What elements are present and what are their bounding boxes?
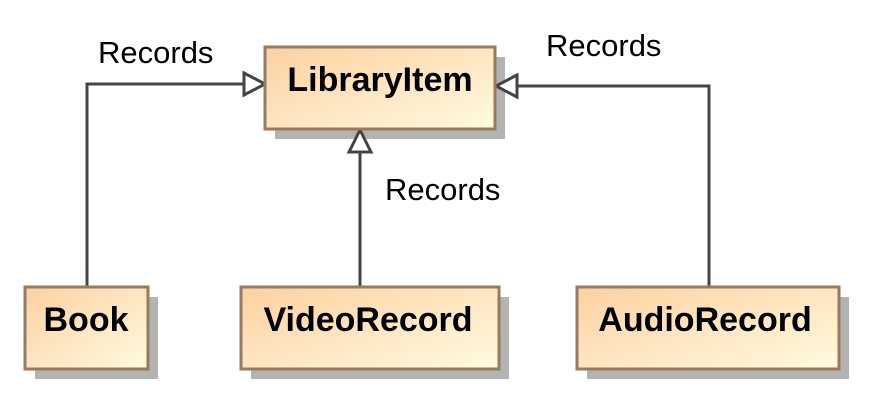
class-name-audiorecord: AudioRecord: [598, 301, 811, 339]
edge-audiorecord-libraryitem[interactable]: [517, 84, 711, 287]
class-name-book: Book: [44, 301, 129, 339]
generalization-arrowhead-icon: [492, 72, 519, 100]
generalization-arrowhead-icon: [242, 70, 269, 98]
class-book[interactable]: Book: [23, 285, 150, 371]
class-libraryitem[interactable]: LibraryItem: [263, 45, 497, 131]
generalization-arrowhead-icon: [346, 126, 374, 154]
edges: [85, 70, 711, 287]
class-name-videorecord: VideoRecord: [263, 301, 472, 339]
edge-label-videorecord: Records: [385, 172, 500, 207]
class-name-libraryitem: LibraryItem: [287, 61, 472, 99]
edge-label-audiorecord: Records: [546, 28, 661, 63]
class-videorecord[interactable]: VideoRecord: [239, 285, 501, 371]
class-audiorecord[interactable]: AudioRecord: [575, 285, 841, 371]
edge-book-libraryitem[interactable]: [85, 82, 244, 287]
edge-label-book: Records: [98, 35, 213, 70]
